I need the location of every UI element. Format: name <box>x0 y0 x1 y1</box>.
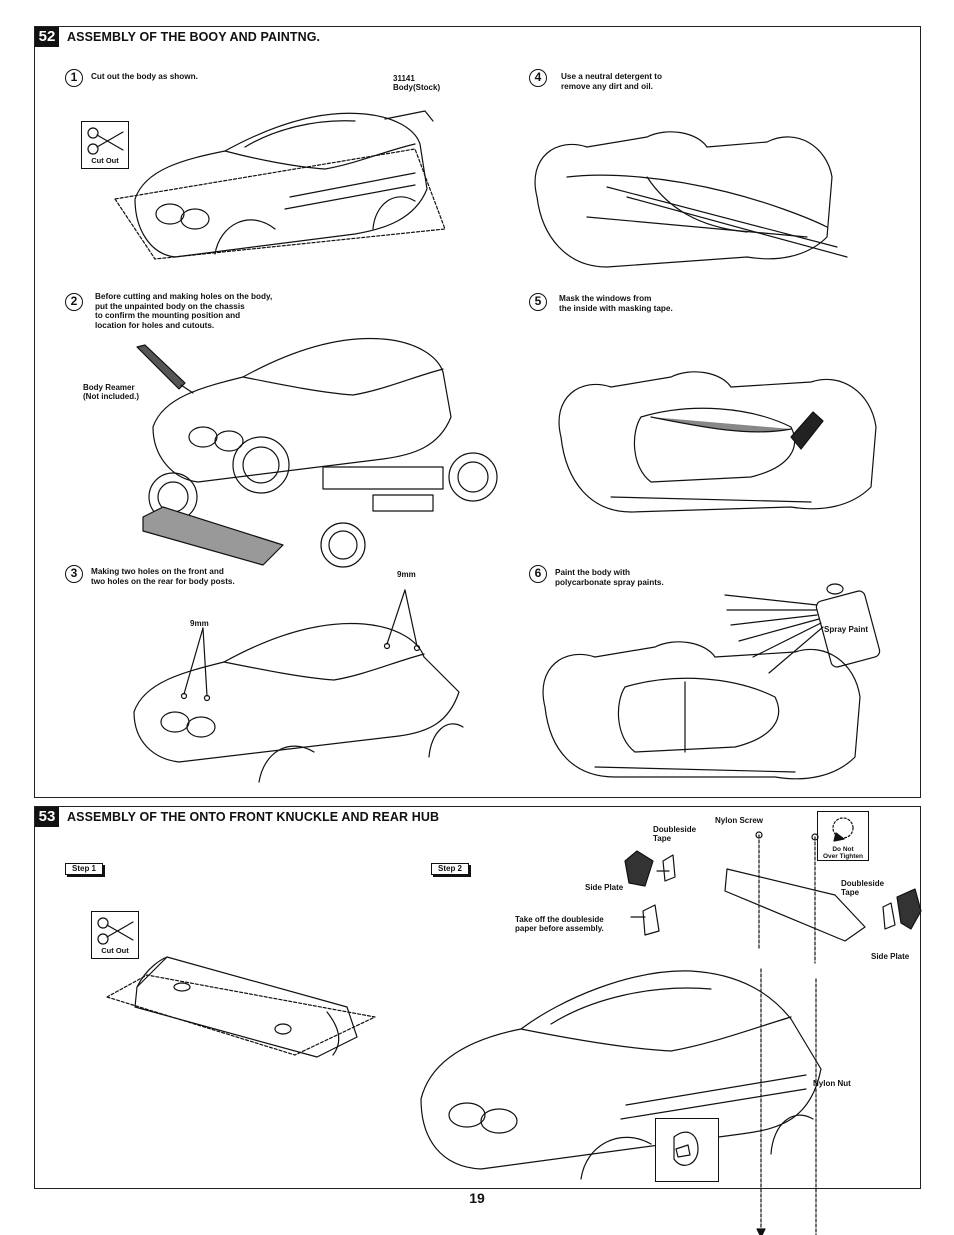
do-not-over-tighten-box: Do Not Over Tighten <box>817 811 869 861</box>
step-instruction: Paint the body with polycarbonate spray … <box>555 568 664 587</box>
step-number: 3 <box>65 565 83 583</box>
cutout-detail-icon <box>673 1131 699 1166</box>
nylon-screw-label: Nylon Screw <box>715 816 764 825</box>
do-not-over-tighten-label: Do Not Over Tighten <box>823 846 863 860</box>
section-title: ASSEMBLY OF THE BOOY AND PAINTNG. <box>67 30 321 44</box>
step-number: 6 <box>529 565 547 583</box>
step-2-label: Step 2 <box>431 863 470 875</box>
chassis-fit-illustration <box>142 337 498 568</box>
side-plate-parts-illustration <box>624 831 922 964</box>
cut-out-label: Cut Out <box>91 156 119 165</box>
nylon-nut-label: Nylon Nut <box>813 1079 851 1088</box>
cut-out-box: Cut Out <box>91 911 139 959</box>
step-number: 5 <box>529 293 547 311</box>
side-plate-label: Side Plate <box>871 952 910 961</box>
step-1-label: Step 1 <box>65 863 104 875</box>
side-plate-label: Side Plate <box>585 883 624 892</box>
body-holes-illustration <box>133 589 464 783</box>
section-title: ASSEMBLY OF THE ONTO FRONT KNUCKLE AND R… <box>67 810 440 824</box>
doubleside-tape-label: Doubleside Tape <box>841 879 885 897</box>
scissors-icon <box>87 127 124 155</box>
spray-can-icon <box>724 583 881 674</box>
masking-illustration <box>558 371 877 513</box>
scissors-icon <box>97 917 134 945</box>
step-number: 1 <box>65 69 83 87</box>
wing-illustration <box>106 956 376 1058</box>
part-number-label: 31141 Body(Stock) <box>393 74 441 92</box>
hole-size-label-front: 9mm <box>190 619 209 628</box>
detail-inset-box <box>655 1118 719 1182</box>
cleaning-illustration <box>534 131 848 268</box>
reamer-icon <box>136 344 194 394</box>
section-number: 52 <box>35 27 59 47</box>
step-instruction: Mask the windows from the inside with ma… <box>559 294 673 313</box>
doubleside-tape-label: Doubleside Tape <box>653 825 697 843</box>
body-reamer-label: Body Reamer (Not included.) <box>83 383 139 401</box>
cut-out-box: Cut Out <box>81 121 129 169</box>
body-stock-illustration <box>114 110 446 260</box>
step-number: 2 <box>65 293 83 311</box>
section-53: 53 ASSEMBLY OF THE ONTO FRONT KNUCKLE AN… <box>34 806 922 1235</box>
body-wing-assembly-illustration <box>420 968 822 1235</box>
spray-paint-label: Spray Paint <box>824 625 869 634</box>
section-52: 52 ASSEMBLY OF THE BOOY AND PAINTNG. 1 C… <box>34 26 921 798</box>
step-instruction: Making two holes on the front and two ho… <box>91 567 235 586</box>
hole-size-label-rear: 9mm <box>397 570 416 579</box>
painting-illustration <box>542 641 861 780</box>
step-number: 4 <box>529 69 547 87</box>
step-instruction: Cut out the body as shown. <box>91 72 198 81</box>
section-number: 53 <box>35 807 59 827</box>
page-number: 19 <box>469 1190 485 1206</box>
step-instruction: Use a neutral detergent to remove any di… <box>561 72 663 91</box>
step-instruction: Before cutting and making holes on the b… <box>95 292 273 330</box>
take-off-paper-label: Take off the doubleside paper before ass… <box>515 915 604 933</box>
rotation-arrow-icon <box>832 817 854 842</box>
cut-out-label: Cut Out <box>101 946 129 955</box>
